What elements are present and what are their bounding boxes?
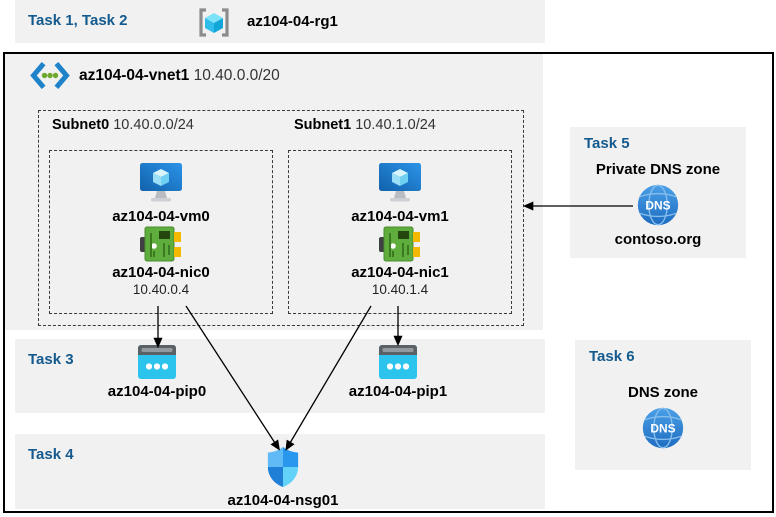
- vm-name: az104-04-vm0: [112, 208, 210, 225]
- nsg-group: az104-04-nsg01: [213, 446, 353, 509]
- vm-icon: [140, 163, 182, 202]
- private-dns-zone-title: Private DNS zone: [595, 161, 721, 178]
- resource-group-icon: [199, 8, 229, 37]
- nic-ip: 10.40.1.4: [371, 282, 429, 297]
- vnet-name: az104-04-vnet1: [79, 66, 190, 84]
- task12-label: Task 1, Task 2: [28, 12, 128, 29]
- task5-box: Task 5 Private DNS zone DNS contoso.org: [570, 127, 746, 258]
- vm-icon: [379, 163, 421, 202]
- vnet-title: az104-04-vnet1 10.40.0.0/20: [79, 67, 280, 85]
- dns-zone-title: DNS zone: [627, 384, 698, 401]
- subnet1-box: az104-04-vm1 az104-04-nic1 10.40.1.4: [288, 150, 512, 314]
- nic-name: az104-04-nic1: [351, 264, 449, 281]
- svg-text:DNS: DNS: [645, 199, 670, 213]
- vnet-header: az104-04-vnet1 10.40.0.0/20: [30, 62, 280, 89]
- nsg-name: az104-04-nsg01: [227, 492, 339, 509]
- subnet1-label: Subnet1 10.40.1.0/24: [294, 117, 436, 133]
- private-dns-zone-name: contoso.org: [614, 231, 702, 248]
- pip1-group: az104-04-pip1: [333, 345, 463, 400]
- vnet-cidr: 10.40.0.0/20: [193, 66, 280, 84]
- nic-name: az104-04-nic0: [112, 264, 210, 281]
- vnet-icon: [30, 62, 70, 89]
- task5-label: Task 5: [584, 135, 630, 152]
- pip0-group: az104-04-pip0: [92, 345, 222, 400]
- subnet0-box: az104-04-vm0 az104-04-nic0 10.40.0.4: [49, 150, 273, 314]
- task3-label: Task 3: [28, 351, 74, 368]
- task4-label: Task 4: [28, 446, 74, 463]
- dns-icon: DNS: [642, 407, 684, 449]
- subnets-container: [38, 110, 524, 326]
- pip-name: az104-04-pip1: [348, 383, 448, 400]
- task12-band: Task 1, Task 2 az104-04-rg1: [15, 0, 545, 43]
- public-ip-icon: [138, 345, 176, 379]
- subnet0-label: Subnet0 10.40.0.0/24: [52, 117, 194, 133]
- pip-name: az104-04-pip0: [107, 383, 207, 400]
- task3-band: Task 3: [15, 339, 545, 413]
- svg-text:DNS: DNS: [650, 422, 675, 436]
- task6-label: Task 6: [589, 348, 635, 365]
- public-ip-icon: [379, 345, 417, 379]
- nic-icon: [140, 226, 181, 262]
- task6-box: Task 6 DNS zone DNS: [575, 340, 751, 470]
- nic-icon: [379, 226, 420, 262]
- vnet-box: [5, 54, 543, 330]
- nic-ip: 10.40.0.4: [132, 282, 190, 297]
- diagram-border: [3, 52, 774, 513]
- vm-name: az104-04-vm1: [351, 208, 449, 225]
- dns-icon: DNS: [637, 184, 679, 226]
- nsg-shield-icon: [267, 446, 299, 488]
- resource-group-name: az104-04-rg1: [247, 13, 338, 30]
